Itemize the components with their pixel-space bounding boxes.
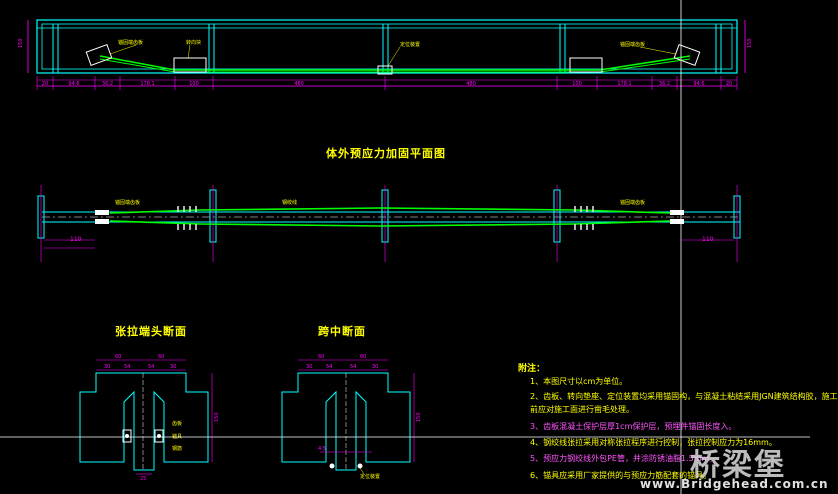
- svg-text:60: 60: [115, 354, 121, 360]
- svg-text:定位装置: 定位装置: [400, 41, 420, 48]
- svg-text:54: 54: [326, 364, 332, 370]
- svg-text:锚具: 锚具: [172, 433, 182, 440]
- svg-text:钢绞线: 钢绞线: [282, 199, 297, 206]
- plan-left-dimension: 110: [70, 236, 82, 243]
- svg-text:60: 60: [158, 354, 164, 360]
- elevation-dimension-label: 20: [726, 81, 732, 87]
- note-item-3: 3、齿板混凝土保护层厚1cm保护层，预埋件锚固长度入。: [530, 422, 737, 431]
- elevation-dimension-label: 178.1: [617, 81, 631, 87]
- elevation-dimension-label: 100: [189, 81, 199, 87]
- svg-text:30: 30: [104, 364, 110, 370]
- midspan-section-title: 跨中断面: [318, 325, 366, 338]
- svg-text:54: 54: [350, 364, 356, 370]
- elevation-dimension-label: 94.6: [68, 81, 79, 87]
- elevation-dimension-label: 480: [466, 81, 476, 87]
- plan-view: 锚固端齿板 钢绞线 锚固端齿板: [37, 185, 741, 262]
- svg-text:30: 30: [372, 364, 378, 370]
- anchor-end-section: 60 60 30 54 54 30 150 齿板 锚具 钢筋 25: [79, 354, 220, 482]
- crosshair-cursor: [0, 0, 810, 494]
- elevation-dimension-label: 20: [42, 81, 48, 87]
- svg-text:150: 150: [416, 412, 422, 422]
- svg-text:60: 60: [360, 354, 366, 360]
- elevation-dimension-label: 480: [294, 81, 304, 87]
- svg-text:150: 150: [214, 412, 220, 422]
- watermark-logo: 桥梁堡: [690, 448, 786, 483]
- elevation-dimension-label: 100: [572, 81, 582, 87]
- note-item-2-continued: 前应对施工面进行凿毛处理。: [530, 405, 634, 414]
- svg-text:4.5: 4.5: [318, 446, 326, 452]
- elevation-dimension-chain: 20 94.6 36.2 178.1 100 480 480 100 178.1 36.2 94.6…: [36, 76, 738, 90]
- svg-text:54: 54: [148, 364, 154, 370]
- notes-heading: 附注：: [518, 364, 546, 374]
- cad-drawing-canvas[interactable]: 锚固端齿板 转向块 定位装置 锚固端齿板 150 150 20 94.6 36.2 1…: [0, 0, 810, 494]
- plan-view-title: 体外预应力加固平面图: [326, 147, 446, 160]
- svg-text:30: 30: [306, 364, 312, 370]
- note-item-1: 1、本图尺寸以cm为单位。: [530, 377, 628, 386]
- note-item-2: 2、齿板、转向垫座、定位装置均采用锚固构，与混凝土粘结采用JGN建筑结构胶，施工: [530, 392, 838, 401]
- svg-text:25: 25: [140, 476, 146, 482]
- svg-text:定位装置: 定位装置: [360, 473, 380, 480]
- midspan-section: 60 60 30 54 54 30 150 4.5 定位装置: [281, 354, 422, 480]
- note-item-6: 6、锚具应采用厂家提供的与预应力筋配套的锚具。: [530, 471, 712, 480]
- watermark-url: www.Bridgehead.com.cn: [640, 477, 829, 491]
- svg-text:150: 150: [747, 38, 753, 48]
- anchor-end-section-title: 张拉端头断面: [115, 325, 187, 338]
- plan-right-dimension: 110: [702, 236, 714, 243]
- svg-text:转向块: 转向块: [186, 39, 201, 46]
- elevation-dimension-label: 178.1: [140, 81, 154, 87]
- svg-text:锚固端齿板: 锚固端齿板: [620, 41, 645, 48]
- elevation-dimension-label: 94.6: [693, 81, 704, 87]
- svg-text:30: 30: [170, 364, 176, 370]
- svg-text:锚固端齿板: 锚固端齿板: [118, 39, 143, 46]
- note-item-4: 4、钢绞线张拉采用对称张拉程序进行控制，张拉控制应力为16mm。: [530, 438, 777, 447]
- svg-text:齿板: 齿板: [172, 420, 182, 427]
- elevation-dimension-label: 36.2: [659, 81, 670, 87]
- svg-text:钢筋: 钢筋: [172, 445, 182, 452]
- elevation-view: 锚固端齿板 转向块 定位装置 锚固端齿板 150 150: [18, 19, 753, 75]
- svg-text:锚固端齿板: 锚固端齿板: [115, 199, 140, 206]
- svg-text:150: 150: [18, 38, 24, 48]
- svg-text:54: 54: [124, 364, 130, 370]
- svg-text:60: 60: [318, 354, 324, 360]
- elevation-dimension-label: 36.2: [102, 81, 113, 87]
- svg-text:锚固端齿板: 锚固端齿板: [620, 199, 645, 206]
- note-item-5: 5、预应力钢绞线外包PE管，并涂防锈油脂1.5mm。: [530, 454, 718, 463]
